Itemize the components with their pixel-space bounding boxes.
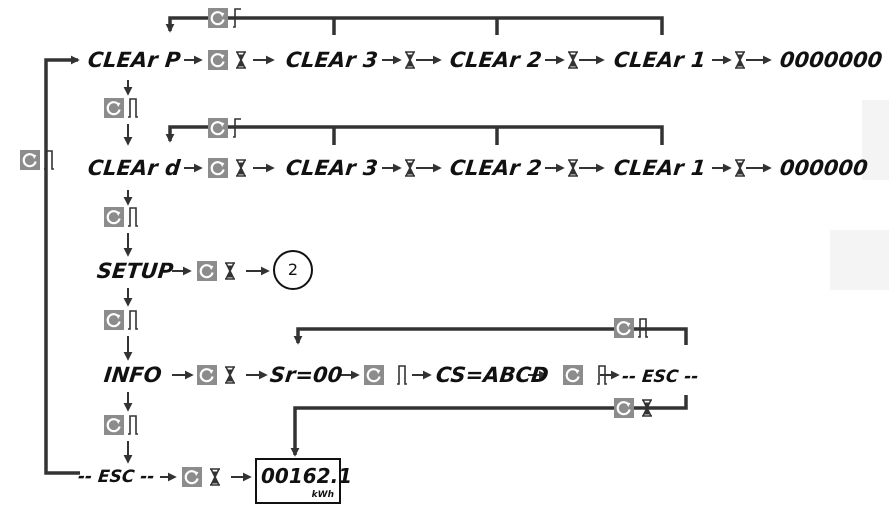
- result-p-label: 0000000: [778, 48, 884, 72]
- clear-2-label: CLEAr 2: [448, 48, 543, 72]
- hourglass-icon: [734, 159, 746, 177]
- hourglass-icon: [567, 159, 579, 177]
- scroll-button-icon: [614, 318, 634, 338]
- clear-2-label: CLEAr 2: [448, 156, 543, 180]
- setup-label: SETUP: [95, 259, 175, 283]
- background-shade: [830, 230, 889, 290]
- hourglass-icon: [235, 51, 247, 69]
- clear-d-label: CLEAr d: [86, 156, 182, 180]
- energy-display: 00162.1 kWh: [255, 458, 352, 504]
- result-d-label: 000000: [778, 156, 869, 180]
- long-press-pulse-icon: [127, 415, 139, 435]
- scroll-button-icon: [208, 158, 228, 178]
- scroll-button-icon: [104, 415, 124, 435]
- long-press-pulse-icon: [396, 365, 408, 385]
- scroll-button-icon: [104, 98, 124, 118]
- hourglass-icon: [224, 366, 236, 384]
- scroll-button-icon: [182, 467, 202, 487]
- submenu-reference-circle: 2: [273, 250, 313, 290]
- scroll-button-icon: [20, 150, 40, 170]
- hourglass-icon: [235, 159, 247, 177]
- esc-info-label: -- ESC --: [620, 367, 700, 387]
- esc-main-label: -- ESC --: [76, 467, 156, 487]
- clear-p-label: CLEAr P: [86, 48, 182, 72]
- sr-label: Sr=00: [268, 363, 344, 387]
- scroll-button-icon: [208, 118, 228, 138]
- scroll-button-icon: [208, 50, 228, 70]
- long-press-pulse-icon: [43, 150, 55, 170]
- hourglass-icon: [209, 468, 221, 486]
- scroll-button-icon: [364, 365, 384, 385]
- energy-value: 00162.1: [261, 464, 353, 488]
- long-press-pulse-icon: [127, 207, 139, 227]
- clear-3-label: CLEAr 3: [284, 48, 379, 72]
- scroll-button-icon: [197, 365, 217, 385]
- clear-1-label: CLEAr 1: [612, 156, 707, 180]
- energy-unit: kWh: [311, 490, 334, 500]
- hourglass-icon: [224, 262, 236, 280]
- scroll-button-icon: [104, 207, 124, 227]
- long-press-pulse-icon: [127, 98, 139, 118]
- info-label: INFO: [102, 363, 163, 387]
- scroll-button-icon: [197, 261, 217, 281]
- scroll-button-icon: [208, 8, 228, 28]
- scroll-button-icon: [563, 365, 583, 385]
- clear-3-label: CLEAr 3: [284, 156, 379, 180]
- scroll-button-icon: [104, 310, 124, 330]
- background-shade: [862, 100, 889, 180]
- hourglass-icon: [404, 51, 416, 69]
- long-press-pulse-icon: [127, 310, 139, 330]
- hourglass-icon: [567, 51, 579, 69]
- hourglass-icon: [404, 159, 416, 177]
- scroll-button-icon: [614, 398, 634, 418]
- cs-label: CS=ABCD: [434, 363, 550, 387]
- flow-lines: [44, 16, 688, 475]
- hourglass-icon: [734, 51, 746, 69]
- clear-1-label: CLEAr 1: [612, 48, 707, 72]
- arrows: [123, 55, 772, 482]
